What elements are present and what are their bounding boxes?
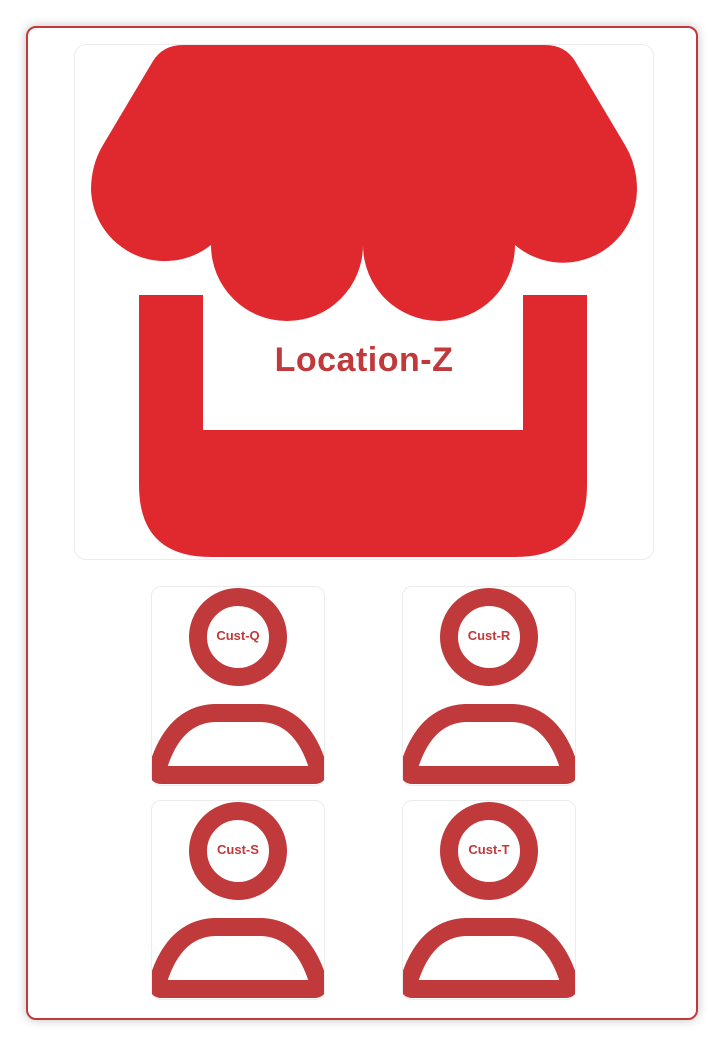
person-icon [152, 802, 324, 998]
person-icon [403, 588, 575, 784]
customer-label: Cust-T [468, 842, 510, 857]
person-icon [403, 802, 575, 998]
storefront-icon [91, 45, 637, 557]
customer-label: Cust-R [467, 628, 511, 643]
customer-label: Cust-Q [216, 628, 260, 643]
customer-node-r: Cust-R [402, 586, 576, 786]
customer-label: Cust-S [217, 842, 259, 857]
store-node: Location-Z [74, 44, 654, 560]
customer-node-q: Cust-Q [151, 586, 325, 786]
store-label: Location-Z [274, 341, 454, 379]
customer-node-s: Cust-S [151, 800, 325, 1000]
customer-node-t: Cust-T [402, 800, 576, 1000]
person-icon [152, 588, 324, 784]
